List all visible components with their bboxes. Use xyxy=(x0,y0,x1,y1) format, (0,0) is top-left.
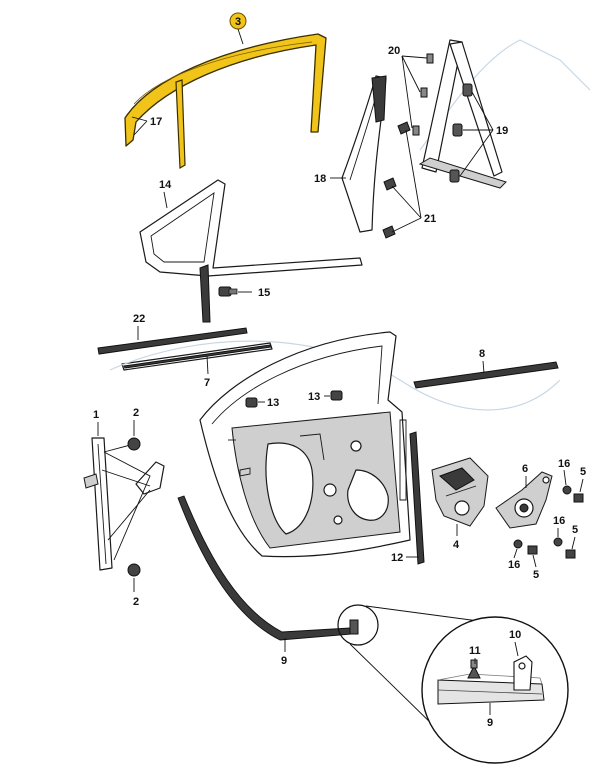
label-12: 12 xyxy=(391,552,403,564)
clip-20b[interactable] xyxy=(420,87,428,98)
part-13-clip-left[interactable] xyxy=(245,397,258,408)
label-16b-top: 16 xyxy=(553,515,565,527)
label-21: 21 xyxy=(424,213,436,225)
leader-5a xyxy=(579,478,584,493)
leader-17a xyxy=(131,116,148,122)
leader-5b xyxy=(532,554,537,568)
label-2b: 2 xyxy=(133,596,139,608)
part-4-window-motor[interactable] xyxy=(431,457,489,527)
clip-19c[interactable] xyxy=(449,169,460,183)
part-8-window-strip[interactable] xyxy=(413,361,559,389)
leader-20c xyxy=(401,55,413,129)
label-16a: 16 xyxy=(558,458,570,470)
label-19: 19 xyxy=(496,125,508,137)
part-5-bolt-top[interactable] xyxy=(573,493,584,503)
part-10-bracket-detail[interactable] xyxy=(513,655,533,691)
part-5-bolt-lower[interactable] xyxy=(527,545,576,559)
label-3: 3 xyxy=(235,16,241,28)
label-2a: 2 xyxy=(133,407,139,419)
label-13a: 13 xyxy=(267,397,279,409)
clip-20a[interactable] xyxy=(426,53,434,64)
label-16b: 16 xyxy=(508,559,520,571)
label-14: 14 xyxy=(159,179,172,191)
part-2-nut-top[interactable] xyxy=(127,437,141,451)
part-7-inner-sill-strip[interactable] xyxy=(121,342,273,371)
leader-17b xyxy=(133,120,148,136)
part-3-window-channel[interactable] xyxy=(124,33,327,170)
label-20: 20 xyxy=(388,45,400,57)
leader-16a xyxy=(563,469,567,486)
part-9-lower-seal[interactable] xyxy=(177,495,359,641)
label-1: 1 xyxy=(93,409,99,421)
part-14-quarter-window-frame[interactable] xyxy=(139,179,363,323)
label-8: 8 xyxy=(479,348,485,360)
label-22: 22 xyxy=(133,313,145,325)
leader-5c xyxy=(571,536,576,550)
part-15-screw[interactable] xyxy=(218,286,238,297)
part-22-outer-sill-strip[interactable] xyxy=(97,327,248,355)
part-16-washer-lower[interactable] xyxy=(513,537,563,549)
label-11: 11 xyxy=(469,645,481,657)
label-9a: 9 xyxy=(281,655,287,667)
leader-7 xyxy=(206,355,209,375)
part-2-nut-bottom[interactable] xyxy=(127,563,141,577)
label-6: 6 xyxy=(522,463,528,475)
door-pillar-section xyxy=(412,39,591,189)
label-9b: 9 xyxy=(487,717,493,729)
part-13-clip-right[interactable] xyxy=(330,390,343,401)
part-1-window-regulator[interactable] xyxy=(83,437,165,571)
leader-19c xyxy=(459,129,494,177)
label-13b: 13 xyxy=(308,391,320,403)
clip-19b[interactable] xyxy=(452,123,463,137)
leader-8 xyxy=(482,360,485,374)
leader-10 xyxy=(514,641,519,657)
leader-14 xyxy=(163,191,168,209)
leader-20a xyxy=(401,55,428,59)
leader-16b xyxy=(513,548,518,559)
clip-19a[interactable] xyxy=(462,83,473,97)
leader-3 xyxy=(237,28,244,45)
label-18: 18 xyxy=(314,173,326,185)
leader-19a xyxy=(471,91,494,131)
leader-21b xyxy=(391,185,422,219)
label-17: 17 xyxy=(150,116,162,128)
part-11-clip-detail[interactable] xyxy=(467,659,481,679)
label-7: 7 xyxy=(204,377,210,389)
label-4: 4 xyxy=(453,539,460,551)
label-5a: 5 xyxy=(580,466,586,478)
leader-20b xyxy=(401,55,421,93)
part-18-pillar-trim[interactable] xyxy=(341,75,387,233)
part-12-vertical-seal[interactable] xyxy=(409,431,425,565)
leader-21c xyxy=(391,217,422,233)
label-15: 15 xyxy=(258,287,270,299)
leader-21a xyxy=(405,129,422,219)
label-10: 10 xyxy=(509,629,521,641)
part-16-washer-top[interactable] xyxy=(562,485,572,495)
label-5b: 5 xyxy=(533,569,539,581)
label-5b-right: 5 xyxy=(572,524,578,536)
door-body xyxy=(109,331,561,558)
part-21-screws[interactable] xyxy=(382,121,411,239)
part-6-motor-bracket[interactable] xyxy=(495,471,553,529)
clip-20c[interactable] xyxy=(412,125,420,136)
